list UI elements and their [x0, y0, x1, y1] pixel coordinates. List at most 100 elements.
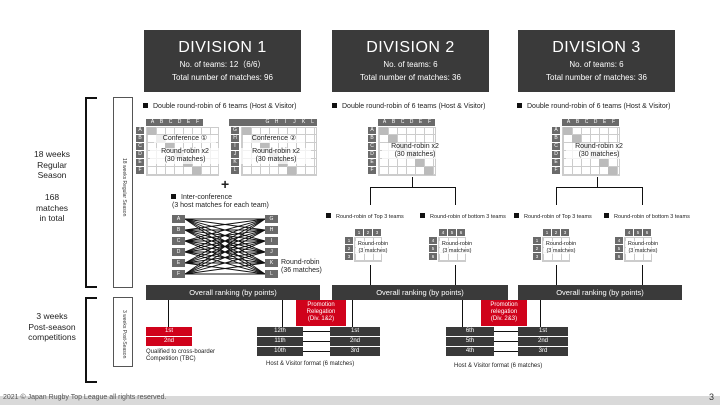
regular-season-bracket: [85, 97, 97, 288]
d3-top-mini-grid: 1 2 3 1 2 3 Round-robin (3 matches): [532, 229, 582, 265]
d2-rank-box: 3rd: [330, 347, 380, 356]
vertical-text: 3 weeks Post-Season: [121, 310, 127, 359]
grid-col-label: D: [177, 119, 182, 125]
d1-rank-box: 11th: [257, 337, 303, 346]
team-box: D: [172, 248, 185, 256]
division-matches: Total number of matches: 96: [172, 73, 273, 82]
grid-col-label: A: [566, 119, 571, 125]
grid-row-label: I: [231, 143, 239, 150]
division-teams: No. of teams: 6: [383, 60, 438, 69]
rank-2nd-box: 2nd: [146, 337, 192, 346]
d3-top-header: Round-robin of Top 3 teams: [514, 213, 592, 220]
grid-col-label: B: [159, 119, 164, 125]
d2-top-mini-grid: 1 2 3 1 2 3 Round-robin (3 matches): [344, 229, 394, 265]
label-line: 18 weeks: [34, 149, 70, 159]
round-robin-label: Round-robin x2: [150, 148, 220, 156]
connector-line: [540, 300, 541, 327]
post-season-bracket: [85, 297, 97, 383]
connector-line: [556, 187, 642, 188]
mini-col-label: 1: [543, 229, 551, 236]
releg-text: Relegation: [306, 309, 336, 315]
mini-col-label: 1: [355, 229, 363, 236]
grid-col-label: E: [186, 119, 191, 125]
grid-col-label: I: [284, 119, 287, 125]
mini-rr-matches: (3 matches): [543, 248, 579, 254]
grid-row-label: J: [231, 151, 239, 158]
mini-row-label: 5: [615, 245, 623, 252]
mini-row-label: 5: [429, 245, 437, 252]
connector-line: [556, 265, 557, 285]
grid-row-label: H: [231, 135, 239, 142]
grid-header-row: G H I J K L: [229, 119, 317, 126]
grid-col-label: C: [584, 119, 589, 125]
grid-row-label: D: [368, 151, 376, 158]
team-box: L: [265, 270, 278, 278]
grid-row-label: L: [231, 167, 239, 174]
grid-row-label: F: [552, 167, 560, 174]
d3-overall-ranking-bar: Overall ranking (by points): [518, 285, 682, 300]
connector-line: [370, 187, 371, 205]
regular-season-vertical-box: 18 weeks Regular Season: [113, 97, 133, 288]
team-box: J: [265, 248, 278, 256]
d2-rank-box: 5th: [446, 337, 494, 346]
inter-conference-sub: (3 host matches for each team): [172, 202, 269, 209]
mini-row-label: 6: [615, 253, 623, 260]
releg-text: relegation: [490, 309, 518, 315]
d2-bottom-header: Round-robin of bottom 3 teams: [420, 213, 506, 220]
d2-round-robin-grid: A B C D E F A B C D E F Round-robin x2 (…: [368, 119, 458, 177]
connector-line: [168, 300, 169, 327]
d3-round-robin-grid: A B C D E F A B C D E F Round-robin x2 (…: [552, 119, 642, 177]
team-box: G: [265, 215, 278, 223]
connector-line: [494, 341, 518, 342]
grid-header-row: A B C D E F: [562, 119, 619, 126]
team-box: E: [172, 259, 185, 267]
connector-line: [642, 187, 643, 205]
label-line: 168: [44, 192, 60, 202]
grid-diagonal-cell: [415, 159, 424, 167]
connector-line: [370, 187, 455, 188]
d3-bottom-mini-grid: 4 5 6 4 5 6 Round-robin (3 matches): [614, 229, 664, 265]
d1-promotion-relegation-box: Promotion Relegation (Div. 1&2): [296, 300, 346, 326]
division-matches: Total number of matches: 36: [360, 73, 461, 82]
grid-row-label: F: [368, 167, 376, 174]
division-teams: No. of teams: 12（6/6）: [179, 60, 266, 69]
grid-row-label: E: [552, 159, 560, 166]
grid-row-label: C: [552, 143, 560, 150]
d2-bottom-mini-grid: 4 5 6 4 5 6 Round-robin (3 matches): [428, 229, 478, 265]
grid-row-label: D: [136, 151, 144, 158]
grid-diagonal-cell: [379, 127, 388, 135]
grid-col-label: A: [382, 119, 387, 125]
grid-row-label: B: [552, 135, 560, 142]
round-robin-label: Round-robin x2: [241, 148, 311, 156]
mini-row-label: 1: [533, 237, 541, 244]
team-box: B: [172, 226, 185, 234]
d2-overall-ranking-bar: Overall ranking (by points): [332, 285, 508, 300]
conference-label: Conference ①: [154, 135, 216, 143]
grid-diagonal-cell: [287, 167, 296, 175]
team-box: I: [265, 237, 278, 245]
d2-section-header: Double round-robin of 6 teams (Host & Vi…: [332, 103, 485, 110]
inter-rr-matches: (36 matches): [281, 267, 322, 274]
d1-section-header: Double round-robin of 6 teams (Host & Vi…: [143, 103, 296, 110]
mini-col-label: 4: [439, 229, 447, 236]
promo-div-text: (Div. 1&2): [307, 316, 335, 322]
grid-row-label: K: [231, 159, 239, 166]
round-robin-matches: (30 matches): [382, 151, 448, 159]
grid-diagonal-cell: [608, 167, 617, 175]
grid-col-label: C: [168, 119, 173, 125]
grid-row-labels: A B C D E F: [368, 127, 376, 175]
mini-col-label: 5: [448, 229, 456, 236]
d2-format-text: Host & Visitor format (6 matches): [454, 363, 543, 369]
mini-col-label: 2: [552, 229, 560, 236]
grid-col-label: D: [593, 119, 598, 125]
grid-col-label: K: [301, 119, 306, 125]
d1-conference-2-grid: G H I J K L G H I J K L Conference ② Rou…: [229, 119, 319, 177]
qualified-line: Competition (TBC): [146, 356, 196, 362]
grid-row-label: C: [368, 143, 376, 150]
grid-col-label: F: [611, 119, 616, 125]
team-box: F: [172, 270, 185, 278]
division-title: DIVISION 1: [178, 39, 267, 56]
grid-row-labels: G H I J K L: [231, 127, 239, 175]
mini-rr-label: Round-robin: [439, 241, 475, 247]
grid-col-label: A: [150, 119, 155, 125]
